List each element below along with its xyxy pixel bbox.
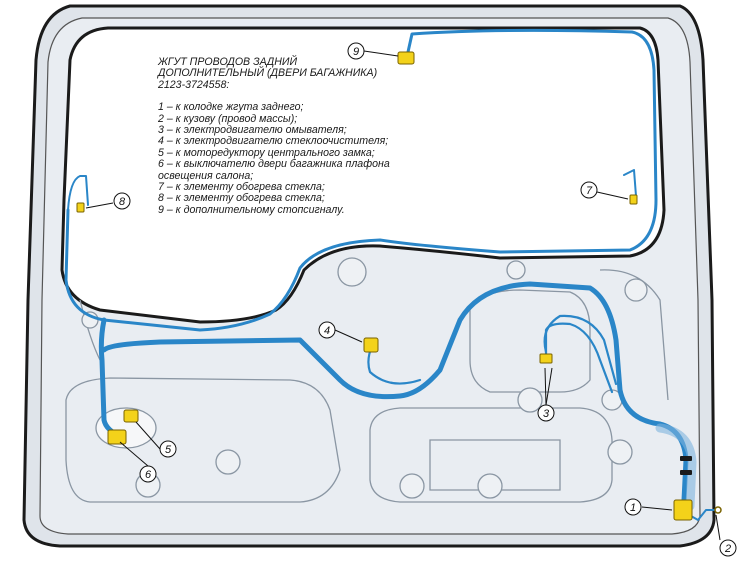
connector-8 (76, 202, 85, 213)
connector-6 (107, 429, 127, 445)
legend-item-5: 5 – к моторедуктору центрального замка; (158, 146, 375, 159)
callout-7 (580, 181, 598, 199)
legend-item-7: 7 – к элементу обогрева стекла; (158, 181, 325, 194)
callout-5 (159, 440, 177, 458)
leader-lines (85, 50, 721, 541)
callout-6-label: 6 (145, 469, 152, 481)
legend-item-2: 2 – к кузову (провод массы); (158, 112, 298, 125)
callout-8 (113, 192, 131, 210)
callout-4 (318, 321, 336, 339)
connector-4 (363, 337, 379, 353)
callout-9-label: 9 (353, 46, 359, 58)
harness-sleeve (655, 423, 697, 511)
legend-item-1: 1 – к колодке жгута заднего; (158, 101, 304, 114)
legend-item-4: 4 – к электродвигателю стеклоочистителя; (158, 135, 389, 148)
connector-3 (539, 353, 553, 364)
callout-3-label: 3 (543, 408, 550, 420)
legend: ЖГУТ ПРОВОДОВ ЗАДНИЙ ДОПОЛНИТЕЛЬНЫЙ (ДВЕ… (158, 56, 398, 216)
harness-clamps (680, 456, 692, 475)
ground-terminal-2 (714, 506, 722, 514)
callout-7-label: 7 (586, 185, 593, 197)
legend-title: ЖГУТ ПРОВОДОВ ЗАДНИЙ ДОПОЛНИТЕЛЬНЫЙ (ДВЕ… (158, 56, 378, 91)
legend-item-8: 8 – к элементу обогрева стекла; (158, 192, 325, 205)
callout-9 (347, 42, 365, 60)
callout-circles (113, 42, 737, 557)
panel-contours (65, 269, 669, 503)
callout-2-label: 2 (724, 543, 731, 555)
connector-1 (673, 499, 693, 521)
connector-7 (629, 194, 638, 205)
callout-5-label: 5 (165, 444, 172, 456)
callout-numbers: 9 8 7 4 3 5 6 1 2 (119, 46, 731, 555)
callout-1 (624, 498, 642, 516)
connectors (76, 51, 693, 521)
callout-3 (537, 404, 555, 422)
legend-item-3: 3 – к электродвигателю омывателя; (158, 124, 347, 137)
callout-1-label: 1 (630, 502, 636, 514)
callout-4-label: 4 (324, 325, 330, 337)
legend-item-9: 9 – к дополнительному стопсигналу. (158, 203, 345, 216)
callout-2 (719, 539, 737, 557)
legend-item-6: 6 – к выключателю двери багажника плафон… (158, 158, 390, 182)
callout-8-label: 8 (119, 196, 126, 208)
connector-9 (397, 51, 415, 65)
callout-6 (139, 465, 157, 483)
connector-5 (123, 409, 139, 423)
